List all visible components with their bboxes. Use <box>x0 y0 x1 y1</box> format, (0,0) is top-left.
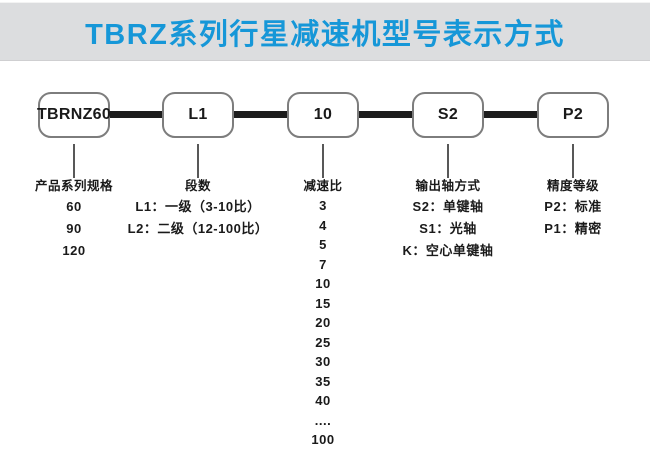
model-code-box-ratio: 10 <box>287 92 359 138</box>
group-item: 100 <box>311 432 335 447</box>
group-item: 4 <box>319 217 327 233</box>
stem-line <box>197 144 199 178</box>
group-item: S2：单键轴 <box>412 199 484 214</box>
connector-line <box>355 111 416 118</box>
stem-line <box>447 144 449 178</box>
group-item: 90 <box>66 221 82 236</box>
connector-line <box>106 111 166 118</box>
group-stages: 段数 L1：一级（3-10比） L2：二级（12-100比） <box>106 179 290 240</box>
group-item: P1：精密 <box>544 221 602 236</box>
stem-line <box>322 144 324 178</box>
model-code-box-stages: L1 <box>162 92 234 138</box>
model-code-box-shaft: S2 <box>412 92 484 138</box>
group-item: 30 <box>315 354 331 369</box>
group-item: P2：标准 <box>544 199 602 214</box>
group-item: 5 <box>319 237 327 252</box>
stem-line <box>73 144 75 178</box>
group-item: K：空心单键轴 <box>402 243 494 258</box>
group-item: 7 <box>319 256 327 272</box>
group-item: 35 <box>315 373 331 389</box>
group-title: 产品系列规格 <box>34 179 113 193</box>
group-title: 段数 <box>184 179 211 193</box>
group-item: L1：一级（3-10比） <box>135 199 261 214</box>
group-title: 输出轴方式 <box>415 179 481 193</box>
connector-line <box>480 111 541 118</box>
group-item: 20 <box>315 315 331 330</box>
group-item: 25 <box>315 334 331 350</box>
stem-line <box>572 144 574 178</box>
group-item: 40 <box>315 393 331 408</box>
page-title: TBRZ系列行星减速机型号表示方式 <box>85 18 565 51</box>
connector-line <box>230 111 291 118</box>
model-code-box-precision: P2 <box>537 92 609 138</box>
group-output-shaft: 输出轴方式 S2：单键轴 S1：光轴 K：空心单键轴 <box>356 179 540 262</box>
group-item: L2：二级（12-100比） <box>127 221 269 236</box>
model-code-box-series: TBRNZ60 <box>37 92 111 138</box>
group-reduction-ratio: 减速比 3 4 5 7 10 15 20 25 30 35 40 .... 10… <box>231 179 415 450</box>
group-precision-grade: 精度等级 P2：标准 P1：精密 <box>481 179 650 240</box>
group-item-ellipsis: .... <box>314 412 332 428</box>
title-bar: TBRZ系列行星减速机型号表示方式 <box>0 2 650 61</box>
group-product-series: 产品系列规格 60 90 120 <box>0 179 166 262</box>
group-item: 15 <box>315 295 331 311</box>
group-item: 10 <box>315 276 331 291</box>
group-item: 120 <box>62 243 86 258</box>
group-item: S1：光轴 <box>419 221 477 236</box>
group-item: 60 <box>66 199 82 214</box>
group-item: 3 <box>319 198 327 213</box>
group-title: 减速比 <box>303 179 343 193</box>
group-title: 精度等级 <box>546 179 599 193</box>
